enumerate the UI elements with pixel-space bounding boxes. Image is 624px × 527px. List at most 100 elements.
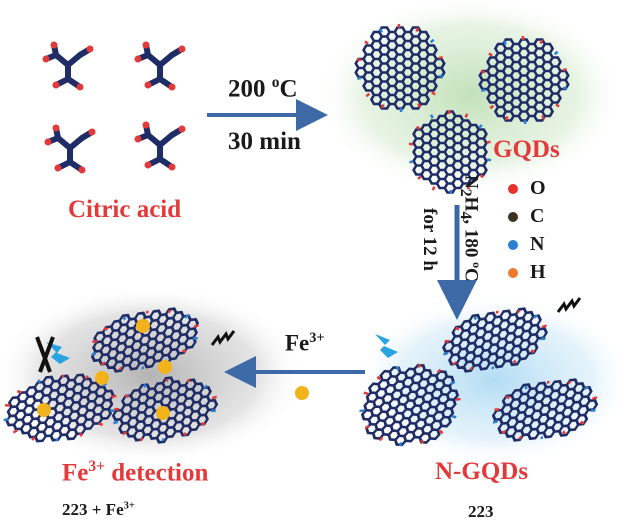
gqd-sheet-2-edge-group — [489, 104, 495, 110]
flash-icon-middle — [375, 334, 398, 358]
reaction-time: 30 min — [228, 128, 301, 155]
fe-sheet-1-edge-group — [92, 340, 98, 343]
ngqd-sheet-1-edge-group — [469, 366, 474, 371]
unit2: C — [460, 268, 482, 282]
ngqd-sheet-2-edge-group — [363, 391, 369, 395]
gqd-sheet-1-edge-group — [378, 28, 383, 33]
fe-sheet-1-edge-group — [91, 352, 97, 356]
legend-dot-o — [508, 184, 518, 195]
reaction-temperature: 200 oC — [228, 74, 298, 103]
fe-sheet-2-edge-group — [98, 422, 104, 427]
fe-rest: detection — [104, 459, 209, 487]
gqd-sheet-1-edge-group — [356, 58, 362, 62]
gqd-sheet-2-edge-group — [562, 86, 568, 90]
gqd-sheet-2-edge-group — [480, 70, 486, 74]
gqd-sheet-3-edge-group — [417, 175, 422, 180]
gqd-sheet-3-edge-group — [431, 186, 436, 191]
fe-base: Fe — [62, 459, 89, 487]
ngqd-sheet-2-edge-group — [455, 397, 461, 401]
fe-sheet-2-edge-group — [31, 436, 36, 441]
ngqd-sheet-1-edge-group — [530, 349, 536, 354]
fe-sheet-3-edge-group — [200, 421, 206, 426]
fe-sheet-2-edge-group — [61, 374, 65, 378]
gqd-sheet-3-edge-group — [486, 140, 491, 144]
fe-ion-3 — [158, 360, 172, 374]
caption-left-sup: 3+ — [123, 500, 135, 512]
gqd-sheet-2-edge-group — [555, 103, 560, 108]
gqd-sheet-1-edge-group — [417, 103, 422, 108]
citric-acid-molecules — [42, 41, 186, 174]
ngqd-sheet-2-edge-group — [451, 415, 457, 419]
ngqd-sheet-2-edge-group — [436, 368, 442, 374]
legend-label-o: O — [530, 177, 546, 199]
ngqd-sheet-1-edge-group — [454, 326, 460, 331]
ngqd-sheet-3-lattice — [491, 378, 599, 442]
fe-sheet-3-edge-group — [122, 431, 127, 436]
ngqd-sheet-3-edge-group — [518, 435, 523, 440]
fe-sheet-2-edge-group — [55, 438, 59, 442]
gqd-sheet-2-edge-group — [488, 52, 493, 57]
ngqd-sheet-3-edge-group — [590, 409, 596, 412]
gqd-sheet-1-edge-group — [431, 91, 436, 96]
legend-row-c: C — [508, 205, 544, 228]
ngqd-sheet-1-edge-group — [516, 309, 521, 314]
emission-icon-right — [556, 297, 582, 313]
gqd-sheet-3-edge-group — [429, 114, 434, 119]
gqd-sheet-1-edge-group — [429, 38, 435, 44]
emission-icon-left — [210, 330, 236, 346]
fe-sheet-1-edge-group — [100, 361, 106, 366]
gqd-sheet-2 — [478, 35, 570, 125]
cross-mark-icon — [35, 336, 55, 373]
gqd-sheet-3-lattice — [412, 110, 488, 194]
gqd-sheet-1-edge-group — [357, 76, 362, 81]
fe-sheet-3-edge-group — [113, 420, 119, 425]
legend-row-o: O — [508, 177, 546, 200]
vertical-condition-line2: for 12 h — [419, 208, 440, 271]
fe-arrow-base: Fe — [285, 330, 310, 356]
gqd-sheet-1-lattice — [354, 26, 446, 110]
ngqd-sheet-1-edge-group — [540, 337, 546, 341]
fe-sheet-1-edge-group — [103, 327, 109, 331]
gqd-sheet-3-edge-group — [464, 113, 469, 118]
ngqd-sheet-3-edge-group — [546, 380, 550, 384]
legend-label-n: N — [530, 233, 545, 255]
flash-icon-left — [46, 342, 70, 364]
gqd-sheet-3-edge-group — [478, 124, 483, 129]
fe-sheet-3-edge-group — [211, 395, 217, 400]
caption-left-base: 223 + Fe — [62, 500, 124, 519]
fe-detection-label: Fe3+ detection — [62, 458, 208, 487]
graphene-sheets — [3, 23, 599, 447]
fe-sheet-3-edge-group — [113, 407, 120, 411]
ngqd-sheet-3-edge-group — [524, 385, 529, 390]
gqd-sheet-3-edge-group — [415, 125, 421, 130]
fe-sheet-3-edge-group — [142, 383, 147, 388]
fe-sheet-3-edge-group — [183, 432, 188, 437]
temp-unit: C — [279, 75, 298, 103]
ngqd-sheet-3 — [491, 378, 599, 442]
h-symbol: H — [460, 196, 482, 212]
caption-right: 223 — [468, 502, 494, 521]
fe-sup: 3+ — [88, 458, 105, 475]
legend-label-c: C — [530, 205, 545, 227]
gqd-sheet-2-edge-group — [541, 115, 546, 120]
legend-row-n: N — [508, 233, 544, 256]
gqd-sheet-3-edge-group — [486, 158, 492, 162]
gqd-sheet-1-edge-group — [364, 40, 369, 45]
legend-dot-n — [508, 240, 518, 251]
legend-label-h: H — [530, 261, 546, 283]
fe-sheet-3-edge-group — [203, 384, 208, 389]
fe-sheet-2-edge-group — [109, 409, 116, 413]
gqd-sheet-1-edge-group — [365, 92, 371, 98]
fe-ion-5 — [156, 406, 170, 420]
ngqd-sheet-1-lattice — [442, 307, 548, 373]
ngqd-sheet-1-edge-group — [533, 314, 538, 319]
ngqd-sheet-1-edge-group — [443, 351, 449, 356]
gqd-sheet-1-edge-group — [415, 27, 420, 33]
gqd-sheet-2-edge-group — [502, 40, 507, 45]
gqd-sheet-1-edge-group — [438, 74, 444, 78]
gqd-sheet-2-edge-group — [481, 88, 486, 93]
gqd-sheet-1-edge-group — [380, 103, 385, 109]
ngqd-sheet-3-edge-group — [567, 380, 572, 385]
gqd-sheet-2-edge-group — [504, 115, 509, 121]
fe-sheet-1-edge-group — [193, 324, 199, 328]
